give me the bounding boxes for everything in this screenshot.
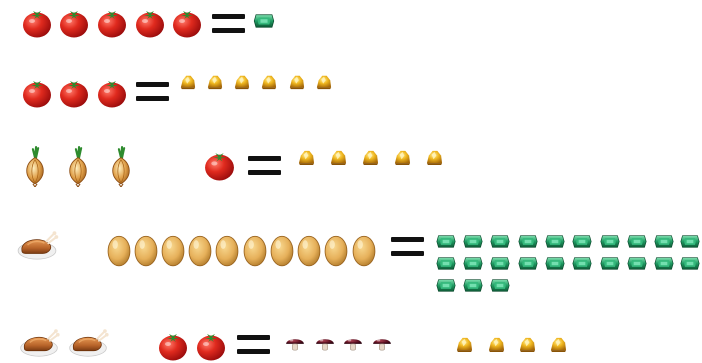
egg-icon — [352, 233, 376, 267]
tomato-icon — [96, 7, 128, 39]
emerald-icon — [436, 234, 456, 249]
gold-nugget-icon — [179, 74, 197, 90]
tomato-icon — [21, 7, 53, 39]
emerald-icon — [654, 234, 674, 249]
tomato-icon — [157, 330, 189, 362]
emerald-icon — [518, 234, 538, 249]
gold-nugget-icon — [425, 149, 444, 166]
tomato-icon — [171, 7, 203, 39]
emerald-icon — [463, 278, 483, 293]
emerald-icon — [436, 256, 456, 271]
emerald-icon — [572, 234, 592, 249]
emerald-icon — [600, 256, 620, 271]
mushroom-icon — [284, 335, 306, 351]
gold-nugget-icon — [393, 149, 412, 166]
gold-nugget-icon — [487, 336, 506, 353]
onion-icon — [65, 145, 91, 187]
tomato-icon — [21, 77, 53, 109]
egg-icon — [270, 233, 294, 267]
gold-nugget-icon — [549, 336, 568, 353]
tomato-icon — [58, 7, 90, 39]
egg-icon — [107, 233, 131, 267]
gold-nugget-icon — [206, 74, 224, 90]
mushroom-icon — [342, 335, 364, 351]
egg-icon — [297, 233, 321, 267]
onion-icon — [108, 145, 134, 187]
emerald-icon — [253, 13, 275, 29]
gold-nugget-icon — [455, 336, 474, 353]
egg-icon — [134, 233, 158, 267]
emerald-icon — [490, 256, 510, 271]
gold-nugget-icon — [315, 74, 333, 90]
emerald-icon — [627, 234, 647, 249]
roast-chicken-icon — [17, 326, 61, 359]
equals-sign — [237, 335, 270, 354]
gold-nugget-icon — [329, 149, 348, 166]
emerald-icon — [654, 256, 674, 271]
roast-chicken-icon — [66, 326, 110, 359]
roast-chicken-icon — [14, 228, 60, 262]
tomato-icon — [195, 330, 227, 362]
tomato-icon — [203, 149, 236, 182]
equals-sign — [136, 82, 169, 101]
tomato-icon — [58, 77, 90, 109]
equals-sign — [248, 156, 281, 175]
gold-nugget-icon — [518, 336, 537, 353]
emerald-icon — [490, 234, 510, 249]
mushroom-icon — [314, 335, 336, 351]
mushroom-icon — [371, 335, 393, 351]
gold-nugget-icon — [361, 149, 380, 166]
gold-nugget-icon — [233, 74, 251, 90]
emerald-icon — [680, 256, 700, 271]
emerald-icon — [463, 234, 483, 249]
tomato-icon — [96, 77, 128, 109]
emerald-icon — [600, 234, 620, 249]
emerald-icon — [572, 256, 592, 271]
equals-sign — [391, 237, 424, 256]
gold-nugget-icon — [297, 149, 316, 166]
emerald-icon — [463, 256, 483, 271]
emerald-icon — [627, 256, 647, 271]
emerald-icon — [680, 234, 700, 249]
egg-icon — [215, 233, 239, 267]
onion-icon — [22, 145, 48, 187]
egg-icon — [188, 233, 212, 267]
tomato-icon — [134, 7, 166, 39]
egg-icon — [324, 233, 348, 267]
equals-sign — [212, 14, 245, 33]
emerald-icon — [545, 256, 565, 271]
egg-icon — [243, 233, 267, 267]
emerald-icon — [436, 278, 456, 293]
gold-nugget-icon — [288, 74, 306, 90]
egg-icon — [161, 233, 185, 267]
emerald-icon — [545, 234, 565, 249]
gold-nugget-icon — [260, 74, 278, 90]
emerald-icon — [518, 256, 538, 271]
emerald-icon — [490, 278, 510, 293]
